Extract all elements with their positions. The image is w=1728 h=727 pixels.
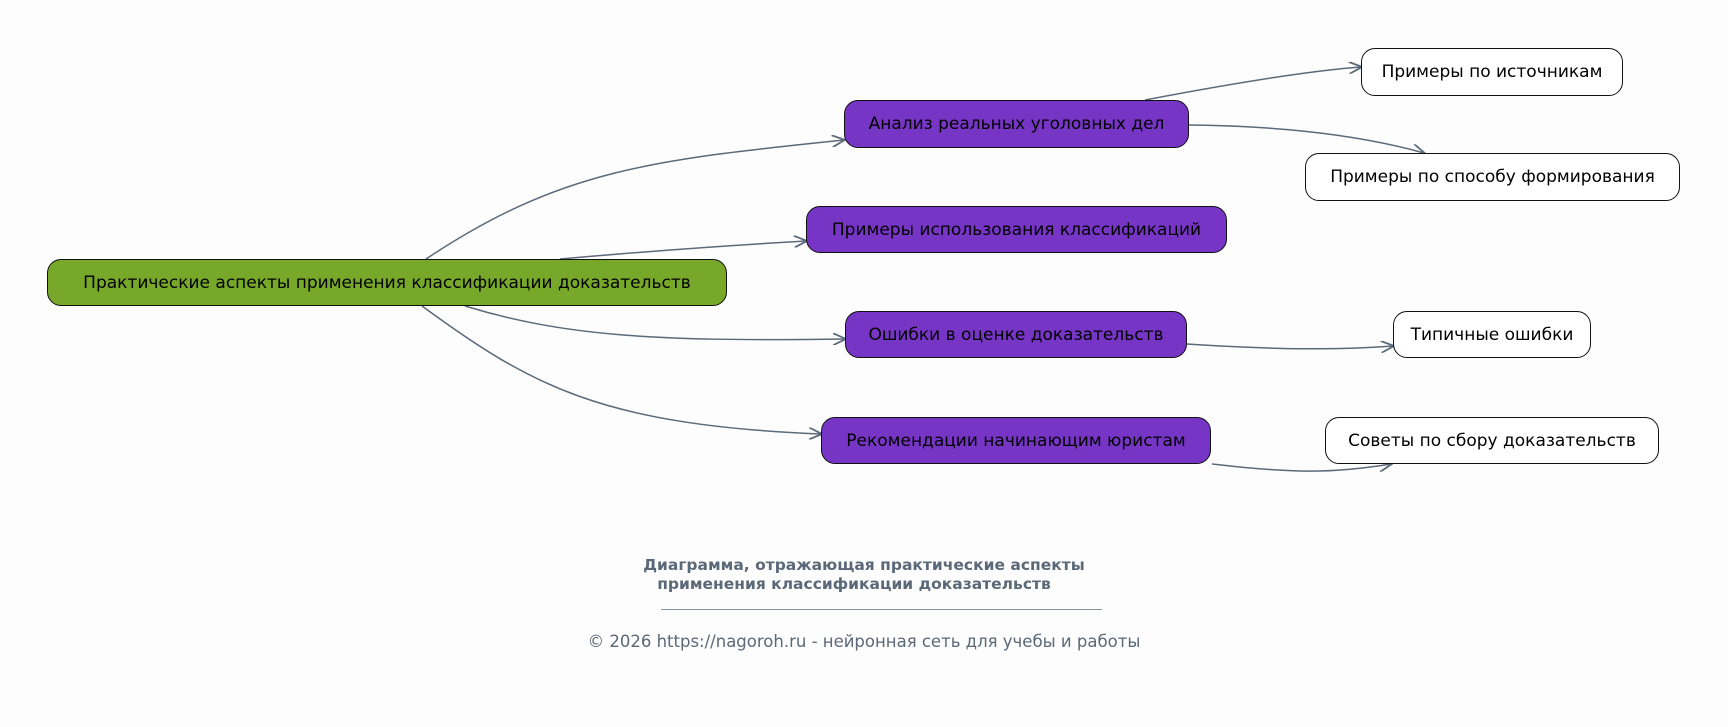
edge-analysis-to-formation: [1188, 124, 1424, 153]
edge-recommendations-to-tips: [1211, 464, 1391, 472]
leaf-node-formation: Примеры по способу формирования: [1305, 153, 1680, 201]
edge-root-to-errors: [464, 305, 845, 340]
branch-node-analysis: Анализ реальных уголовных дел: [844, 100, 1189, 148]
caption-divider: [661, 609, 1102, 610]
caption-line-2: применения классификации доказательств: [657, 575, 1051, 593]
leaf-node-sources: Примеры по источникам: [1361, 48, 1623, 96]
diagram-caption: Диаграмма, отражающая практические аспек…: [0, 556, 1728, 594]
caption-line-1: Диаграмма, отражающая практические аспек…: [643, 556, 1085, 574]
branch-node-examples: Примеры использования классификаций: [806, 206, 1227, 253]
leaf-node-tips: Советы по сбору доказательств: [1325, 417, 1659, 464]
branch-node-recommendations: Рекомендации начинающим юристам: [821, 417, 1211, 464]
leaf-node-typical-errors: Типичные ошибки: [1393, 311, 1591, 358]
edge-root-to-analysis: [425, 140, 844, 260]
edge-errors-to-typical: [1186, 344, 1393, 349]
edge-root-to-recommendations: [421, 305, 821, 434]
edge-root-to-examples: [559, 241, 806, 260]
branch-node-errors: Ошибки в оценке доказательств: [845, 311, 1187, 358]
edge-analysis-to-sources: [1144, 67, 1361, 101]
root-node: Практические аспекты применения классифи…: [47, 259, 727, 306]
copyright-text: © 2026 https://nagoroh.ru - нейронная се…: [587, 632, 1141, 651]
